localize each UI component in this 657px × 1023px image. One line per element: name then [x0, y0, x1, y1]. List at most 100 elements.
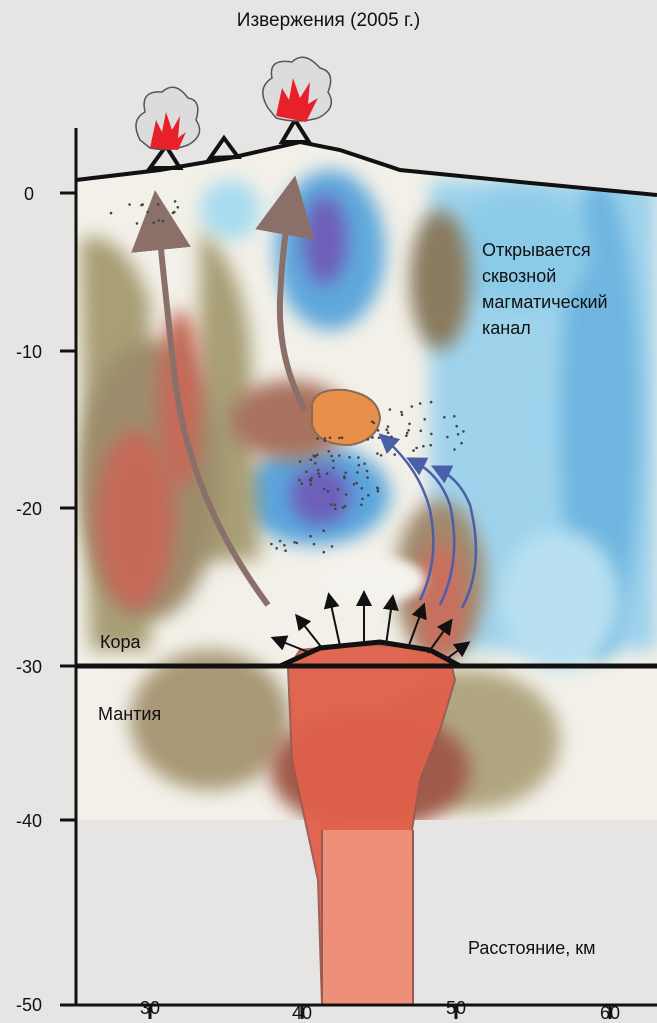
y-tick-label: -30: [16, 657, 42, 677]
hypocentre-dot: [341, 436, 344, 439]
hypocentre-dot: [455, 425, 458, 428]
hypocentre-dot: [387, 425, 390, 428]
hypocentre-dot: [284, 549, 287, 552]
hypocentre-dot: [326, 472, 329, 475]
hypocentre-dot: [345, 493, 348, 496]
hypocentre-dot: [152, 222, 155, 225]
hypocentre-dot: [419, 402, 422, 405]
hypocentre-dot: [312, 454, 315, 457]
hypocentre-dot: [324, 440, 327, 443]
hypocentre-dot: [400, 411, 403, 414]
y-tick-label: 0: [24, 184, 34, 204]
eruption-2: [263, 57, 331, 122]
hypocentre-dot: [316, 453, 319, 456]
hypocentre-dot: [318, 475, 321, 478]
hypocentre-dot: [342, 506, 345, 509]
hypocentre-dot: [270, 543, 273, 546]
hypocentre-dot: [136, 222, 139, 225]
hypocentre-dot: [415, 447, 418, 450]
hypocentre-dot: [173, 211, 176, 214]
hypocentre-dot: [344, 505, 347, 508]
hypocentre-dot: [141, 203, 144, 206]
y-tick-label: -50: [16, 995, 42, 1015]
hypocentre-dot: [174, 200, 177, 203]
eruption-1: [136, 87, 200, 150]
hypocentre-dot: [343, 475, 346, 478]
hypocentre-dot: [453, 415, 456, 418]
hypocentre-dot: [408, 423, 411, 426]
hypocentre-dot: [334, 508, 337, 511]
hypocentre-dot: [443, 416, 446, 419]
hypocentre-dot: [385, 428, 388, 431]
hypocentre-dot: [329, 437, 332, 440]
hypocentre-dot: [446, 436, 449, 439]
hypocentre-dot: [378, 437, 381, 440]
hypocentre-dot: [309, 535, 312, 538]
hypocentre-dot: [313, 543, 316, 546]
hypocentre-dot: [366, 476, 369, 479]
hypocentre-dot: [377, 490, 380, 493]
hypocentre-dot: [358, 464, 361, 467]
hypocentre-dot: [430, 433, 433, 436]
hypocentre-dot: [323, 488, 326, 491]
hypocentre-dot: [457, 433, 460, 436]
hypocentre-dot: [334, 503, 337, 506]
hypocentre-dot: [298, 479, 301, 482]
hypocentre-dot: [299, 460, 302, 463]
channel-annotation-line: канал: [482, 318, 531, 338]
hypocentre-dot: [330, 455, 333, 458]
x-axis-ticks: [150, 1005, 610, 1019]
hypocentre-dot: [322, 529, 325, 532]
hypocentre-dot: [279, 540, 282, 543]
hypocentre-dot: [460, 442, 463, 445]
hypocentre-dot: [361, 487, 364, 490]
hypocentre-dot: [430, 401, 433, 404]
volcano-2: [210, 138, 238, 158]
hypocentre-dot: [338, 454, 341, 457]
hypocentre-dot: [363, 462, 366, 465]
y-tick-label: -20: [16, 499, 42, 519]
hypocentre-dot: [110, 212, 113, 215]
hypocentre-dot: [407, 429, 410, 432]
hypocentre-dot: [401, 413, 404, 416]
hypocentre-dot: [275, 547, 278, 550]
hypocentre-dot: [360, 504, 363, 507]
hypocentre-dot: [337, 488, 340, 491]
hypocentre-dot: [371, 436, 374, 439]
hypocentre-dot: [389, 408, 392, 411]
hypocentre-dot: [422, 445, 425, 448]
hypocentre-dot: [429, 444, 432, 447]
mantle-label: Мантия: [98, 704, 161, 724]
hypocentre-dot: [162, 220, 165, 223]
hypocentre-dot: [316, 437, 319, 440]
hypocentre-dot: [305, 471, 308, 474]
hypocentre-dot: [301, 482, 304, 485]
x-tick-label: 60: [600, 1003, 620, 1023]
hypocentre-dot: [412, 449, 415, 452]
hypocentre-dot: [324, 437, 327, 440]
hypocentre-dot: [356, 471, 359, 474]
hypocentre-dot: [353, 483, 356, 486]
hypocentre-dot: [323, 551, 326, 554]
hypocentre-dot: [327, 490, 330, 493]
hypocentre-dot: [314, 462, 317, 465]
volcano-3: [282, 120, 309, 142]
y-axis-ticks: [60, 193, 76, 1005]
hypocentre-dot: [331, 545, 334, 548]
hypocentre-dot: [357, 456, 360, 459]
hypocentre-dot: [309, 479, 312, 482]
hypocentre-dot: [377, 429, 380, 432]
hypocentre-dot: [393, 453, 396, 456]
hypocentre-dot: [366, 470, 369, 473]
x-tick-label: 40: [292, 1003, 312, 1023]
crust-label: Кора: [100, 632, 142, 652]
hypocentre-dot: [157, 203, 160, 206]
hypocentre-dot: [406, 432, 409, 435]
hypocentre-dot: [293, 541, 296, 544]
hypocentre-dot: [177, 206, 180, 209]
y-tick-label: -10: [16, 342, 42, 362]
hypocentre-dot: [453, 448, 456, 451]
hypocentre-dot: [355, 482, 358, 485]
x-tick-label: 50: [446, 998, 466, 1018]
